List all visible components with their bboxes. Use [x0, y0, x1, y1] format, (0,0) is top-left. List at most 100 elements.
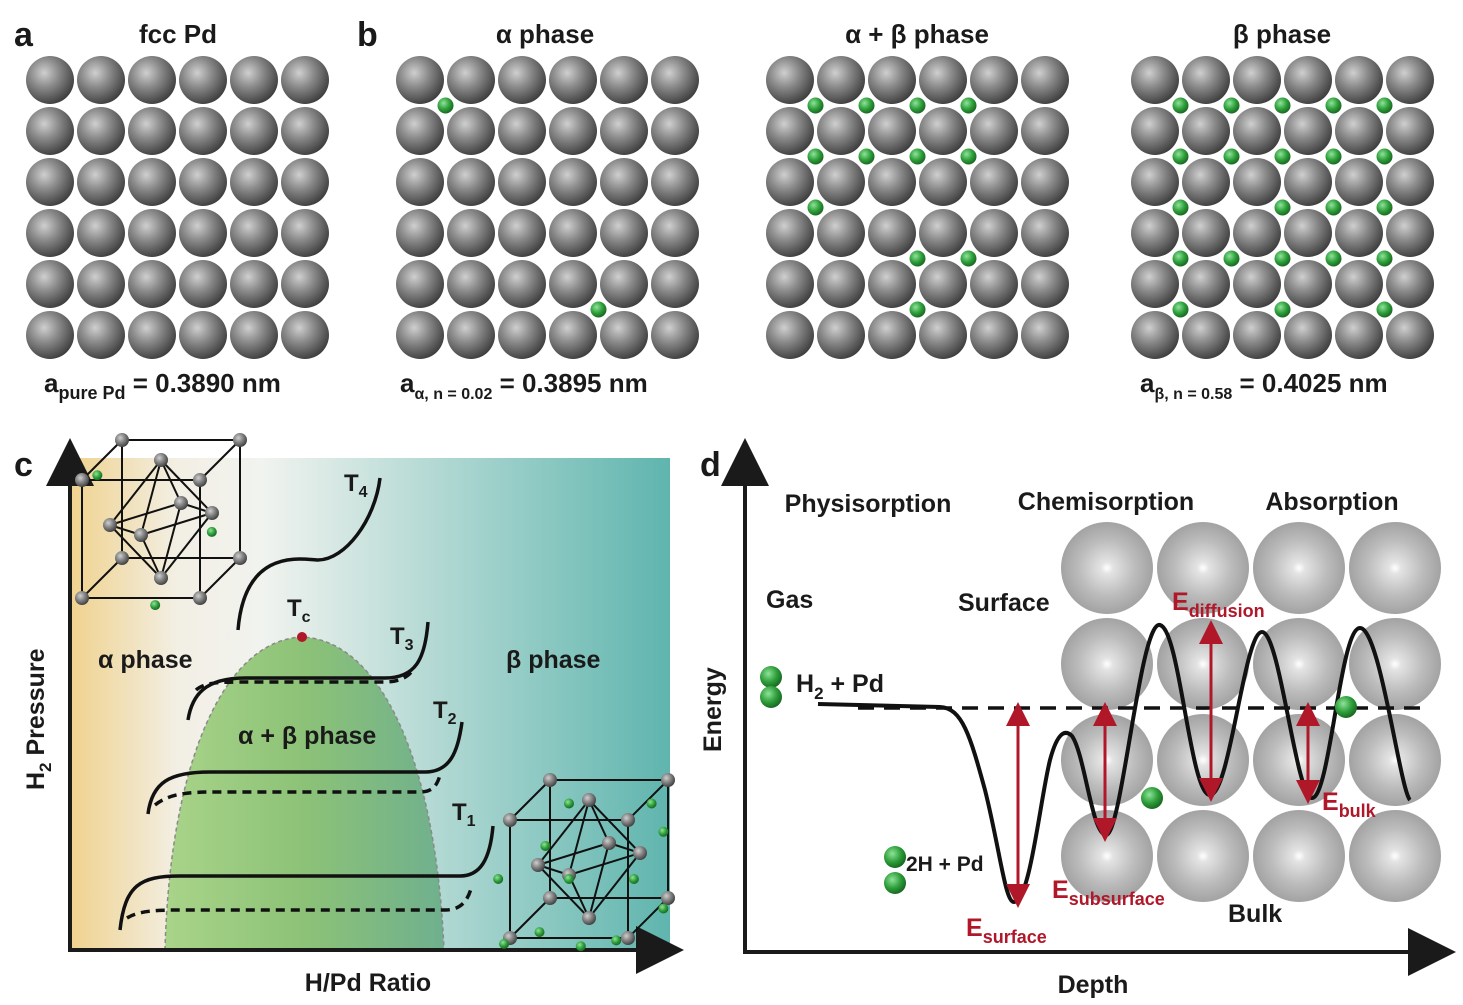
- cell-h-atom: [575, 941, 586, 952]
- pd-atom: [766, 56, 814, 104]
- octahedron-edge: [140, 512, 213, 536]
- pd-atom: [549, 260, 597, 308]
- hydrogen-atom: [1172, 148, 1189, 165]
- tc-label: Tc: [287, 595, 311, 626]
- cell-pd-atom: [531, 858, 545, 872]
- octahedron-edge: [568, 852, 641, 876]
- octahedron-edge: [588, 799, 641, 854]
- beta-region-label: β phase: [506, 646, 601, 674]
- physisorption-label: Physisorption: [785, 490, 952, 518]
- hydrogen-atom: [807, 199, 824, 216]
- pd-atom: [1131, 158, 1179, 206]
- pd-atom: [868, 158, 916, 206]
- c-y-axis-label: H2 Pressure: [22, 648, 55, 790]
- pd-atom: [26, 158, 74, 206]
- cell-edge: [81, 439, 123, 481]
- octahedron-edge: [588, 799, 610, 844]
- pd-atom: [549, 158, 597, 206]
- pd-atom: [447, 56, 495, 104]
- unit-cell-alpha: [75, 433, 247, 611]
- cell-pd-atom: [103, 518, 117, 532]
- pd-atom: [179, 158, 227, 206]
- dissociated-h-atom-top: [884, 846, 906, 868]
- pd-atom: [1021, 158, 1069, 206]
- cell-pd-atom: [75, 591, 89, 605]
- pd-atom: [1386, 107, 1434, 155]
- hydrogen-atom: [1274, 97, 1291, 114]
- pd-atom: [498, 158, 546, 206]
- octahedron-edge: [537, 799, 590, 866]
- cell-pd-atom: [543, 891, 557, 905]
- pd-atom: [1335, 260, 1383, 308]
- hydrogen-atom: [1274, 148, 1291, 165]
- pd-atom: [1233, 107, 1281, 155]
- lattice-constant-pure-pd: apure Pd = 0.3890 nm: [44, 368, 281, 403]
- pd-atom: [396, 56, 444, 104]
- octahedron-edge: [109, 502, 182, 526]
- pd-atom: [766, 158, 814, 206]
- pd-atom: [651, 107, 699, 155]
- pd-atom: [919, 311, 967, 359]
- pd-atom: [26, 260, 74, 308]
- pd-atom: [281, 158, 329, 206]
- e-subsurface-label: Esubsurface: [1052, 876, 1165, 909]
- pd-atom: [179, 209, 227, 257]
- cell-edge: [199, 439, 241, 481]
- pd-atom: [77, 311, 125, 359]
- hydrogen-atom: [909, 301, 926, 318]
- hydrogen-atom: [1325, 250, 1342, 267]
- cell-pd-atom: [233, 551, 247, 565]
- pd-atom: [970, 56, 1018, 104]
- cell-h-atom: [540, 840, 551, 851]
- octahedron-edge: [588, 852, 641, 919]
- cell-pd-atom: [193, 473, 207, 487]
- octahedron-edge: [537, 864, 590, 919]
- cell-pd-atom: [633, 846, 647, 860]
- hydrogen-atom: [590, 301, 607, 318]
- pd-atom: [396, 209, 444, 257]
- bulk-pd-atom: [1061, 522, 1153, 614]
- bulk-label: Bulk: [1228, 900, 1282, 928]
- e-surface-label: Esurface: [966, 914, 1047, 947]
- hydrogen-atom: [437, 97, 454, 114]
- cell-pd-atom: [154, 453, 168, 467]
- pd-atom: [868, 107, 916, 155]
- hydrogen-atom: [960, 97, 977, 114]
- hydrogen-atom: [909, 148, 926, 165]
- isotherms: [118, 477, 495, 931]
- pd-atom: [766, 260, 814, 308]
- pd-atom: [1233, 311, 1281, 359]
- cell-pd-atom: [154, 571, 168, 585]
- subsurface-h-atom: [1141, 787, 1163, 809]
- cell-h-atom: [499, 938, 510, 949]
- pd-atom: [396, 311, 444, 359]
- gas-label: Gas: [766, 586, 813, 614]
- pd-atom: [281, 260, 329, 308]
- pd-atom: [77, 158, 125, 206]
- lattice-mixed-phase: [766, 56, 1069, 359]
- octahedron-edge: [109, 524, 162, 579]
- d-x-axis-label: Depth: [1058, 971, 1129, 999]
- lattice-constant-beta: aβ, n = 0.58 = 0.4025 nm: [1140, 368, 1388, 403]
- bulk-pd-atom: [1253, 810, 1345, 902]
- pd-atom: [230, 56, 278, 104]
- pd-atom: [1182, 158, 1230, 206]
- pd-atom: [549, 209, 597, 257]
- pd-atom: [447, 209, 495, 257]
- pd-atom: [281, 311, 329, 359]
- hydrogen-atom: [1376, 301, 1393, 318]
- hydrogen-atom: [1223, 148, 1240, 165]
- pd-atom: [1284, 107, 1332, 155]
- bulk-pd-atom: [1253, 618, 1345, 710]
- pd-atom: [1335, 56, 1383, 104]
- octahedron-edge: [140, 459, 162, 536]
- c-x-axis-label: H/Pd Ratio: [305, 969, 431, 997]
- pd-atom: [1182, 56, 1230, 104]
- pd-atom: [600, 260, 648, 308]
- bulk-pd-atom: [1349, 522, 1441, 614]
- bulk-pd-atom: [1349, 810, 1441, 902]
- cell-h-atom: [658, 903, 669, 914]
- hydrogen-atom: [1172, 199, 1189, 216]
- cell-pd-atom: [582, 793, 596, 807]
- cell-pd-atom: [602, 836, 616, 850]
